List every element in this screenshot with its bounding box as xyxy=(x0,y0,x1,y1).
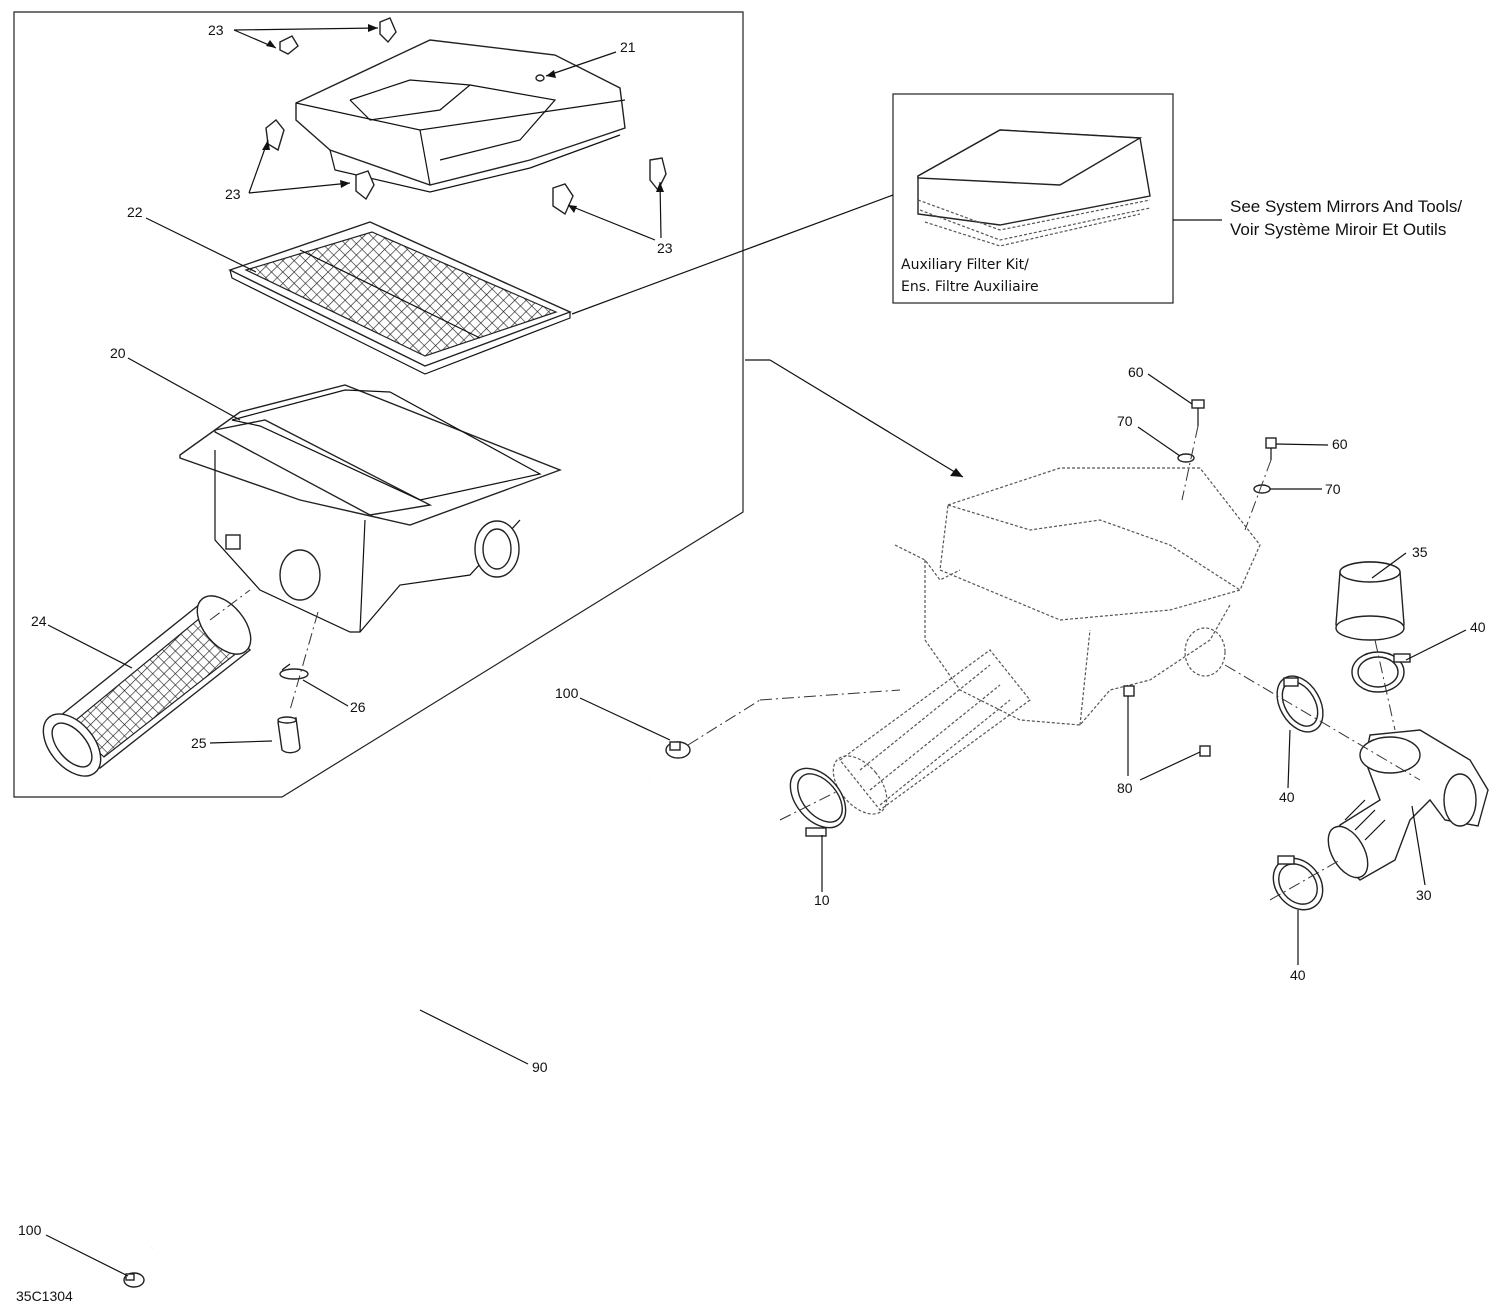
clamp-40-b xyxy=(1276,675,1324,733)
callout-23-left: 23 xyxy=(225,186,241,202)
callout-90: 90 xyxy=(532,1059,548,1075)
callout-10: 10 xyxy=(814,892,830,908)
callout-23-top: 23 xyxy=(208,22,224,38)
nut-80-b xyxy=(1199,745,1211,757)
callout-25: 25 xyxy=(191,735,207,751)
centerline-clamp-10 xyxy=(779,789,841,821)
callout-22: 22 xyxy=(127,204,143,220)
callout-60-right: 60 xyxy=(1332,436,1348,452)
callout-40-top: 40 xyxy=(1470,619,1486,635)
callout-labels: 21 23 23 23 22 20 24 26 25 100 100 90 10… xyxy=(16,22,1486,1304)
assembled-intake-tube xyxy=(832,649,1031,815)
auxiliary-kit-line1: Auxiliary Filter Kit/ xyxy=(901,257,1029,273)
callout-70-top: 70 xyxy=(1117,413,1133,429)
callout-80: 80 xyxy=(1117,780,1133,796)
centerline-outlet xyxy=(1224,664,1421,781)
centerline-hose xyxy=(687,699,761,746)
adapter-tube xyxy=(1327,729,1489,881)
leader-arrowheads xyxy=(262,24,664,213)
washer-70-b xyxy=(1253,484,1271,494)
air-box-housing xyxy=(179,384,562,633)
drawing-code: 35C1304 xyxy=(16,1288,73,1304)
callout-70-right: 70 xyxy=(1325,481,1341,497)
callout-30: 30 xyxy=(1416,887,1432,903)
callout-24: 24 xyxy=(31,613,47,629)
breather-hose xyxy=(148,773,653,1252)
centerline-assembly-tube xyxy=(759,689,901,701)
air-box-cover xyxy=(295,39,626,193)
clamp-10 xyxy=(789,767,847,837)
pre-filter xyxy=(1335,561,1405,641)
hose-clamp-top xyxy=(665,741,691,759)
washer-70-a xyxy=(1177,453,1195,463)
centerline-prefilter xyxy=(1374,639,1396,731)
reference-note-line2: Voir Système Miroir Et Outils xyxy=(1230,220,1447,239)
callout-40-middle: 40 xyxy=(1279,789,1295,805)
callout-26: 26 xyxy=(350,699,366,715)
reference-note: See System Mirrors And Tools/ Voir Systè… xyxy=(1230,195,1462,241)
clamp-40-a xyxy=(1351,651,1411,693)
assembled-air-box xyxy=(894,467,1261,726)
drain-clamp xyxy=(279,663,309,680)
callout-100-top: 100 xyxy=(555,685,579,701)
callout-60-top: 60 xyxy=(1128,364,1144,380)
auxiliary-kit-line2: Ens. Filtre Auxiliaire xyxy=(901,279,1039,295)
bolt-60-b xyxy=(1265,437,1277,460)
centerline-intake xyxy=(209,589,251,621)
reference-note-line1: See System Mirrors And Tools/ xyxy=(1230,197,1463,216)
cover-clips xyxy=(265,17,667,216)
callout-23-right: 23 xyxy=(657,240,673,256)
auxiliary-filter-image xyxy=(917,129,1151,247)
leader-filter-to-kit xyxy=(571,194,894,315)
callout-21: 21 xyxy=(620,39,636,55)
exploded-view-frame xyxy=(13,11,744,798)
nut-80-a xyxy=(1123,685,1135,697)
intake-tube xyxy=(42,595,252,777)
drain-plug xyxy=(277,716,301,754)
centerline-bolt-b xyxy=(1244,459,1272,531)
centerline-drain xyxy=(289,611,319,711)
assembly-arrow xyxy=(745,359,964,478)
callout-35: 35 xyxy=(1412,544,1428,560)
centerline-bolt-a xyxy=(1181,425,1199,501)
auxiliary-filter-kit-box xyxy=(892,93,1174,304)
air-filter xyxy=(228,221,572,375)
bolt-60-a xyxy=(1191,399,1205,426)
callout-20: 20 xyxy=(110,345,126,361)
hose-clamp-bottom xyxy=(123,1272,145,1288)
centerline-clamp-c xyxy=(1269,859,1341,901)
callout-40-bottom: 40 xyxy=(1290,967,1306,983)
auxiliary-filter-kit-label: Auxiliary Filter Kit/ Ens. Filtre Auxili… xyxy=(901,254,1039,298)
callout-100-bottom: 100 xyxy=(18,1222,42,1238)
